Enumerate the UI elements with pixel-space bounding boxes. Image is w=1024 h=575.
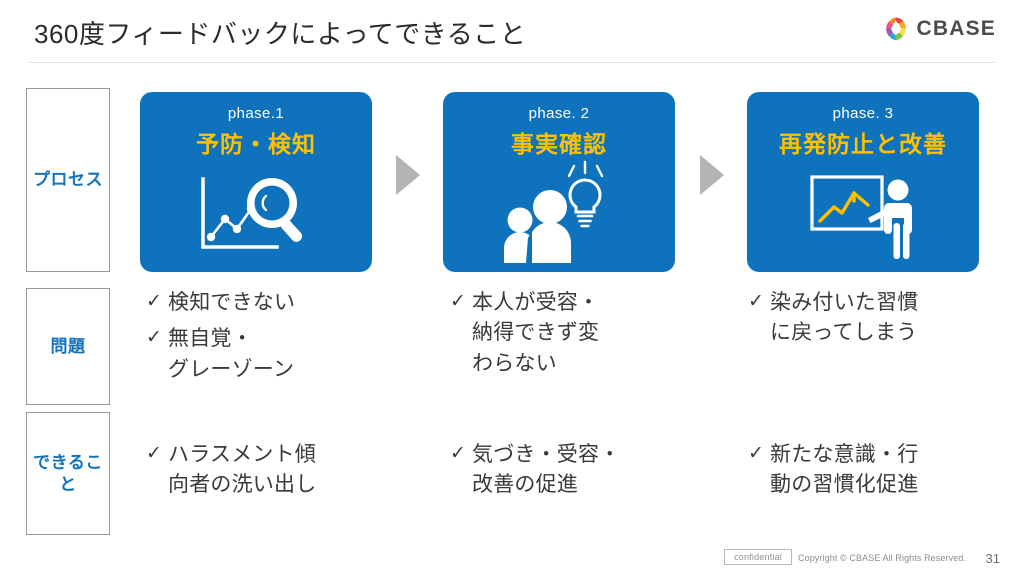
list-item-text: 染み付いた習慣に戻ってしまう	[770, 291, 919, 345]
list-item-text: 本人が受容・納得できず変わらない	[472, 291, 600, 375]
list-item: ✓ 無自覚・グレーゾーン	[146, 324, 396, 385]
cbase-logo-icon	[886, 17, 907, 41]
list-item-text: 検知できない	[168, 291, 296, 314]
row-label-result-text: できること	[33, 453, 103, 494]
phase-arrow-1-icon	[396, 155, 420, 195]
check-icon: ✓	[748, 443, 764, 464]
header-divider	[28, 62, 996, 63]
check-icon: ✓	[146, 291, 162, 312]
list-item-text: 気づき・受容・改善の促進	[472, 443, 621, 497]
phase-3-title: 再発防止と改善	[779, 131, 947, 157]
result-cell-phase-3: ✓ 新たな意識・行動の習慣化促進	[748, 440, 998, 507]
page-title: 360度フィードバックによってできること	[34, 19, 527, 49]
list-item-text: 無自覚・グレーゾーン	[168, 327, 295, 381]
phase-1-label: phase.1	[227, 105, 285, 122]
list-item: ✓ 染み付いた習慣に戻ってしまう	[748, 288, 998, 349]
list-item: ✓ 気づき・受容・改善の促進	[450, 440, 700, 501]
list-item-text: ハラスメント傾向者の洗い出し	[168, 443, 317, 497]
brand-name: CBASE	[916, 17, 996, 40]
phase-arrow-2-icon	[700, 155, 724, 195]
check-icon: ✓	[146, 327, 162, 349]
list-item: ✓ ハラスメント傾向者の洗い出し	[146, 440, 396, 501]
copyright-text: Copyright © CBASE All Rights Reserved.	[798, 553, 966, 563]
problem-cell-phase-1: ✓ 検知できない ✓ 無自覚・グレーゾーン	[146, 288, 396, 391]
chart-with-magnifier-icon	[140, 160, 372, 265]
slide-header: 360度フィードバックによってできること CBASE	[0, 0, 1024, 63]
row-label-result: できること	[26, 412, 110, 535]
phase-card-1[interactable]: phase.1 予防・検知	[140, 92, 372, 272]
phase-1-title: 予防・検知	[196, 131, 316, 157]
list-item-text: 新たな意識・行動の習慣化促進	[770, 443, 919, 497]
phase-2-label: phase. 2	[528, 105, 590, 122]
phase-card-3[interactable]: phase. 3 再発防止と改善	[747, 92, 979, 272]
problem-cell-phase-2: ✓ 本人が受容・納得できず変わらない	[450, 288, 700, 385]
list-item: ✓ 新たな意識・行動の習慣化促進	[748, 440, 998, 501]
check-icon: ✓	[450, 443, 466, 464]
phase-card-2[interactable]: phase. 2 事実確認	[443, 92, 675, 272]
result-cell-phase-1: ✓ ハラスメント傾向者の洗い出し	[146, 440, 396, 507]
check-icon: ✓	[748, 291, 764, 312]
check-icon: ✓	[146, 443, 162, 464]
result-cell-phase-2: ✓ 気づき・受容・改善の促進	[450, 440, 700, 507]
slide-footer: confidential Copyright © CBASE All Right…	[0, 541, 1024, 575]
presenter-with-chart-board-icon	[747, 160, 979, 265]
page-number: 31	[985, 551, 1000, 566]
list-item: ✓ 検知できない	[146, 288, 396, 318]
row-label-process-text: プロセス	[33, 170, 103, 190]
confidential-badge: confidential	[724, 549, 792, 565]
check-icon: ✓	[450, 291, 466, 312]
list-item: ✓ 本人が受容・納得できず変わらない	[450, 288, 700, 379]
phase-3-label: phase. 3	[832, 105, 894, 122]
two-people-with-lightbulb-icon	[443, 160, 675, 265]
phase-2-title: 事実確認	[511, 131, 607, 157]
brand-logo: CBASE	[883, 16, 996, 42]
row-label-problem-text: 問題	[50, 336, 86, 356]
row-label-problem: 問題	[26, 288, 110, 405]
row-label-process: プロセス	[26, 88, 110, 272]
problem-cell-phase-3: ✓ 染み付いた習慣に戻ってしまう	[748, 288, 998, 355]
